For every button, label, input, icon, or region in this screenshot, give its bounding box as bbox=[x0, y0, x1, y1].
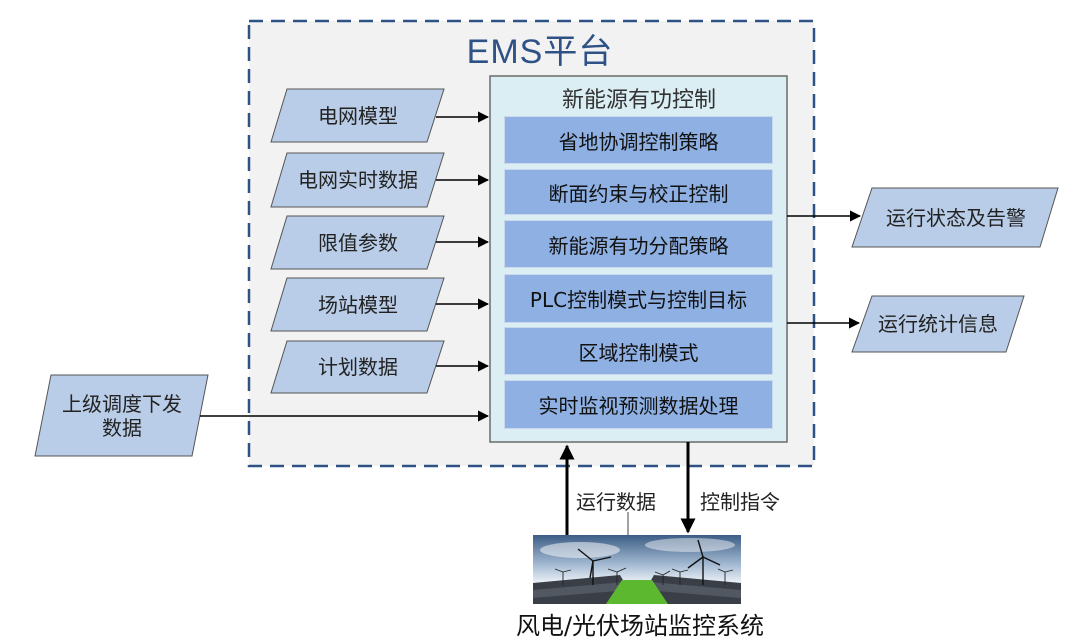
input-label-grid-realtime: 电网实时数据 bbox=[298, 168, 418, 192]
upper-dispatch-line2: 数据 bbox=[102, 416, 142, 440]
module-item: 实时监视预测数据处理 bbox=[505, 381, 772, 428]
input-shape-plan-data bbox=[270, 340, 445, 394]
output-label-status-alarm: 运行状态及告警 bbox=[886, 205, 1026, 230]
flow-label-control-command: 控制指令 bbox=[700, 490, 780, 514]
module-item: 省地协调控制策略 bbox=[505, 117, 772, 163]
input-label-station-model: 场站模型 bbox=[318, 292, 398, 317]
input-label-grid-model: 电网模型 bbox=[318, 103, 398, 128]
input-shape-grid-model bbox=[270, 88, 445, 143]
input-label-plan-data: 计划数据 bbox=[318, 355, 398, 379]
input-shape-grid-realtime bbox=[270, 152, 445, 208]
wind-solar-farm-image bbox=[533, 535, 741, 604]
input-shape-station-model bbox=[270, 277, 445, 332]
output-label-statistics: 运行统计信息 bbox=[878, 312, 998, 336]
module-item: PLC控制模式与控制目标 bbox=[505, 275, 772, 322]
platform-title: EMS平台 bbox=[466, 33, 614, 71]
flow-label-operating-data: 运行数据 bbox=[576, 490, 656, 514]
output-shape-statistics bbox=[851, 295, 1025, 353]
input-shape-limit-params bbox=[270, 215, 445, 270]
input-shape-upper-dispatch bbox=[34, 374, 209, 457]
input-label-limit-params: 限值参数 bbox=[318, 230, 398, 255]
output-shape-status-alarm bbox=[851, 187, 1059, 248]
site-monitoring-system-label: 风电/光伏场站监控系统 bbox=[515, 612, 765, 640]
upper-dispatch-line1: 上级调度下发 bbox=[62, 392, 182, 416]
module-title: 新能源有功控制 bbox=[561, 88, 716, 113]
module-item: 区域控制模式 bbox=[505, 328, 772, 374]
module-item: 断面约束与校正控制 bbox=[505, 170, 772, 214]
input-label-upper-dispatch: 上级调度下发 数据 bbox=[40, 378, 204, 454]
module-item: 新能源有功分配策略 bbox=[505, 221, 772, 267]
